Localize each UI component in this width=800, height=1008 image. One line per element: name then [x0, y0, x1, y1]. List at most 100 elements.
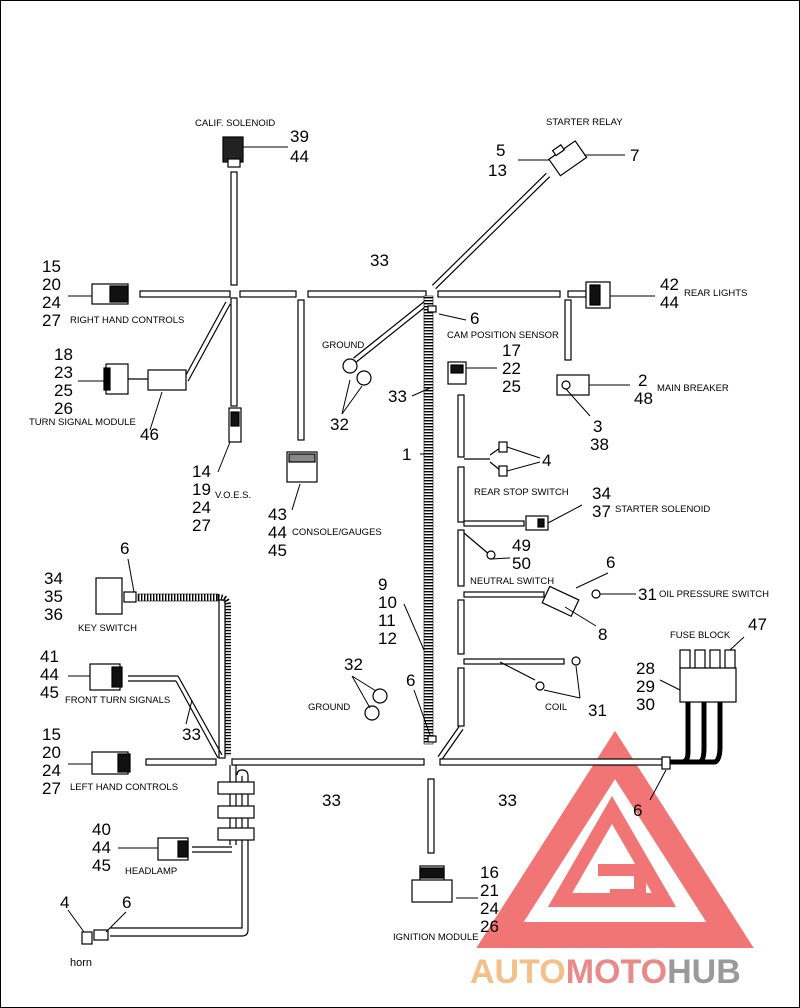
callout-number: 6 — [406, 671, 415, 690]
callout-number: 29 — [636, 677, 655, 696]
callout-number: 36 — [44, 605, 63, 624]
callout-number: 15 — [42, 257, 61, 276]
callout-number: 33 — [370, 251, 389, 270]
ground-ring-terminal — [364, 705, 380, 721]
label-turn-signal-module: TURN SIGNAL MODULE — [29, 417, 136, 428]
label-horn: horn — [70, 957, 92, 969]
callout-number: 30 — [636, 695, 655, 714]
callout-number: 49 — [512, 536, 531, 555]
label-fuse-block: FUSE BLOCK — [670, 630, 731, 641]
ground-ring-terminal — [356, 370, 372, 386]
callout-number: 33 — [322, 791, 341, 810]
callout-number: 34 — [44, 569, 63, 588]
callout-number: 16 — [480, 863, 499, 882]
callout-number: 8 — [598, 625, 607, 644]
label-left-hand-controls: LEFT HAND CONTROLS — [70, 782, 178, 793]
label-voes: V.O.E.S. — [215, 490, 251, 501]
leader-lines — [67, 146, 745, 933]
coiled-wire-key-down — [217, 594, 231, 756]
watermark-part-moto: MOTO — [566, 953, 667, 991]
callout-number: 24 — [42, 293, 61, 312]
ground-ring-terminal — [372, 688, 388, 704]
callout-number: 24 — [480, 899, 499, 918]
callout-number: 15 — [42, 725, 61, 744]
label-headlamp: HEADLAMP — [125, 866, 177, 877]
right-clip — [661, 756, 671, 770]
svg-text:AUTOMOTOHUB: AUTOMOTOHUB — [470, 953, 741, 991]
callout-number: 24 — [192, 498, 211, 517]
rear-stop-switch-terminal — [498, 441, 508, 453]
watermark-logo — [476, 730, 754, 948]
components — [81, 136, 737, 945]
label-neutral-switch: NEUTRAL SWITCH — [470, 576, 554, 587]
fuse — [694, 649, 706, 669]
label-front-turn-signals: FRONT TURN SIGNALS — [65, 695, 170, 706]
callout-number: 32 — [344, 655, 363, 674]
key-switch — [95, 577, 123, 615]
label-ground-top: GROUND — [322, 340, 364, 351]
callout-number: 25 — [502, 377, 521, 396]
callout-number: 32 — [330, 415, 349, 434]
starter-solenoid-connector — [525, 515, 549, 531]
callout-number: 25 — [54, 381, 73, 400]
callout-number: 5 — [496, 141, 505, 160]
callout-number: 2 — [638, 371, 647, 390]
callout-number: 50 — [512, 554, 531, 573]
callout-number: 42 — [660, 275, 679, 294]
callout-number: 27 — [42, 311, 61, 330]
callout-number: 44 — [92, 838, 111, 857]
label-rear-lights: REAR LIGHTS — [684, 288, 747, 299]
callout-number: 43 — [268, 505, 287, 524]
label-rear-stop-switch: REAR STOP SWITCH — [474, 487, 569, 498]
callout-number: 33 — [388, 387, 407, 406]
rear-stop-switch-terminal — [498, 465, 508, 477]
harness-clamp — [217, 781, 255, 795]
harness-clamp — [217, 805, 255, 819]
label-starter-relay: STARTER RELAY — [546, 117, 623, 128]
callout-number: 3 — [593, 417, 602, 436]
calif-solenoid-connector — [222, 136, 244, 163]
callout-number: 20 — [42, 743, 61, 762]
label-ground-bottom: GROUND — [308, 702, 350, 713]
turn-signal-module — [147, 369, 187, 391]
callout-number: 26 — [480, 917, 499, 936]
callout-number: 6 — [606, 553, 615, 572]
label-coil: COIL — [545, 702, 567, 713]
label-cam-position-sensor: CAM POSITION SENSOR — [447, 330, 559, 341]
fuse — [709, 649, 721, 669]
callout-number: 21 — [480, 881, 499, 900]
callout-number: 44 — [40, 665, 59, 684]
callout-number: 20 — [42, 275, 61, 294]
ground-clip — [427, 735, 437, 743]
label-console-gauges: CONSOLE/GAUGES — [292, 527, 382, 538]
label-calif-solenoid: CALIF. SOLENOID — [195, 118, 275, 129]
callout-number: 44 — [290, 147, 309, 166]
callout-number: 28 — [636, 659, 655, 678]
callout-number: 37 — [592, 502, 611, 521]
fuse — [724, 649, 736, 669]
callout-number: 31 — [588, 701, 607, 720]
watermark-text: AUTOMOTOHUB — [470, 953, 741, 991]
callout-number: 44 — [660, 293, 679, 312]
callout-number: 4 — [60, 893, 69, 912]
label-key-switch: KEY SWITCH — [78, 623, 137, 634]
callout-number: 27 — [192, 516, 211, 535]
callout-number: 48 — [634, 389, 653, 408]
callout-number: 11 — [378, 611, 396, 630]
callout-number: 35 — [44, 587, 63, 606]
callout-number: 6 — [120, 539, 129, 558]
label-right-hand-controls: RIGHT HAND CONTROLS — [70, 315, 184, 326]
callout-number: 18 — [54, 345, 73, 364]
callout-number: 38 — [590, 435, 609, 454]
callout-number: 45 — [40, 683, 59, 702]
callout-number: 26 — [54, 399, 73, 418]
callout-number: 22 — [502, 359, 521, 378]
callout-number: 45 — [92, 856, 111, 875]
label-main-breaker: MAIN BREAKER — [657, 383, 729, 394]
callout-number: 24 — [42, 761, 61, 780]
label-starter-solenoid: STARTER SOLENOID — [615, 504, 710, 515]
coil-terminal — [535, 681, 545, 691]
callout-number: 46 — [140, 425, 159, 444]
callout-number: 10 — [378, 593, 397, 612]
coiled-wire-1 — [423, 295, 434, 745]
